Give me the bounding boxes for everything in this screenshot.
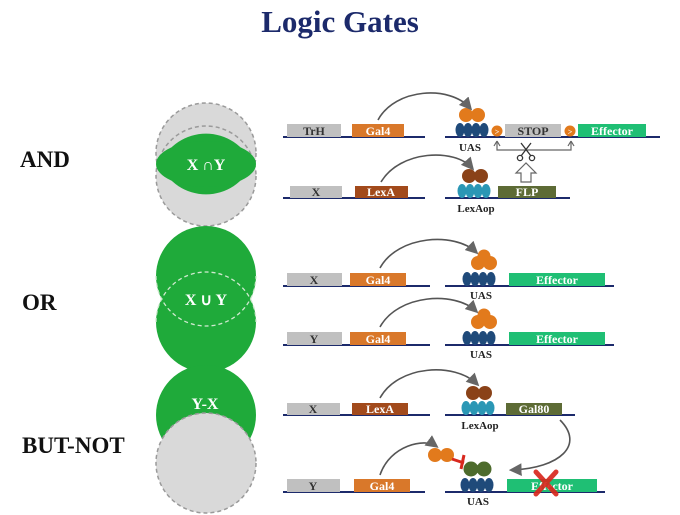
gal4-box — [350, 332, 406, 345]
venn-circle-x — [155, 412, 257, 514]
svg-text:X: X — [312, 185, 321, 199]
svg-text:Gal4: Gal4 — [366, 124, 391, 138]
svg-text:Effector: Effector — [536, 332, 579, 346]
gal4-box — [354, 479, 410, 492]
driver-box — [287, 124, 341, 137]
effector-box — [578, 124, 646, 137]
gal4-box — [350, 273, 406, 286]
gate-label-and: AND — [20, 147, 70, 172]
svg-text:UAS: UAS — [470, 349, 492, 361]
svg-text:Effector: Effector — [591, 124, 634, 138]
gal80-protein — [463, 461, 492, 477]
effector-box — [507, 479, 597, 492]
svg-text:LexAop: LexAop — [457, 203, 494, 215]
gal4-protein — [459, 108, 485, 122]
row-or-2: Y Gal4 UAS Effector — [283, 297, 614, 361]
lexaop-site — [461, 401, 495, 415]
driver-box — [287, 273, 342, 286]
binding-arrow — [379, 297, 479, 328]
venn-and: X ∩Y — [155, 102, 257, 227]
gal4-protein — [471, 249, 497, 270]
svg-text:UAS: UAS — [470, 290, 492, 302]
uas-site — [460, 478, 494, 492]
frt-site — [491, 125, 503, 137]
gal4-protein — [471, 308, 497, 329]
lexa-protein — [466, 386, 492, 400]
lexaop-site — [457, 184, 491, 198]
excision-bracket — [496, 141, 572, 151]
binding-arrow — [379, 238, 479, 269]
binding-arrow — [379, 435, 439, 476]
gal80-box — [506, 403, 562, 415]
svg-text:Y: Y — [310, 332, 319, 346]
stop-box — [505, 124, 561, 137]
gate-label-but-not: BUT-NOT — [22, 433, 125, 458]
svg-text:Gal4: Gal4 — [370, 479, 395, 493]
row-and-2: X LexA LexAop FLP — [283, 154, 570, 215]
block-inhibition-icon — [451, 454, 466, 470]
svg-text:>: > — [568, 128, 573, 137]
driver-box — [287, 479, 340, 492]
driver-box — [287, 403, 340, 415]
red-x-icon — [533, 469, 559, 497]
svg-text:TrH: TrH — [303, 124, 325, 138]
svg-text:>: > — [495, 128, 500, 137]
svg-text:X: X — [310, 273, 319, 287]
uas-site — [462, 331, 496, 345]
svg-text:Gal80: Gal80 — [519, 402, 550, 416]
svg-text:Gal4: Gal4 — [366, 273, 391, 287]
expression-arrow — [508, 419, 571, 476]
uas-site — [462, 272, 496, 286]
lexa-box — [355, 186, 408, 198]
svg-text:STOP: STOP — [517, 124, 548, 138]
lexa-box — [352, 403, 408, 415]
row-but-not-1: X LexA LexAop Gal80 — [283, 369, 575, 476]
binding-arrow — [377, 92, 473, 121]
binding-arrow — [379, 369, 480, 399]
venn-label-and: X ∩Y — [187, 157, 226, 174]
venn-but-not: Y-X — [155, 365, 257, 514]
driver-box — [287, 332, 342, 345]
uas-site — [455, 123, 489, 137]
row-and-1: TrH Gal4 UAS > STOP > Effector — [283, 92, 660, 183]
svg-text:UAS: UAS — [459, 142, 481, 154]
svg-text:X: X — [309, 402, 318, 416]
svg-text:Gal4: Gal4 — [366, 332, 391, 346]
venn-label-or: X ∪ Y — [185, 292, 228, 309]
open-arrow-icon — [514, 162, 538, 183]
flp-box — [498, 186, 556, 198]
venn-intersection-fill — [156, 141, 256, 187]
driver-box — [290, 186, 342, 198]
row-or-1: X Gal4 UAS Effector — [283, 238, 614, 302]
svg-text:FLP: FLP — [516, 185, 539, 199]
scissors-icon — [516, 142, 536, 162]
svg-text:LexA: LexA — [367, 185, 395, 199]
gal4-protein — [428, 448, 454, 462]
gal4-box — [352, 124, 404, 137]
binding-arrow — [380, 154, 475, 183]
lexa-protein — [462, 169, 488, 183]
row-but-not-2: Y Gal4 UAS Effector — [283, 435, 605, 508]
venn-label-but-not: Y-X — [192, 396, 219, 413]
effector-box — [509, 273, 605, 286]
svg-text:UAS: UAS — [467, 496, 489, 508]
svg-text:LexAop: LexAop — [461, 420, 498, 432]
venn-circle-y — [156, 272, 256, 372]
svg-text:Effector: Effector — [536, 273, 579, 287]
frt-site — [564, 125, 576, 137]
page-title: Logic Gates — [261, 4, 419, 39]
gate-label-or: OR — [22, 290, 57, 315]
svg-text:LexA: LexA — [366, 402, 394, 416]
venn-or: X ∪ Y — [155, 226, 257, 372]
effector-box — [509, 332, 605, 345]
svg-text:Y: Y — [309, 479, 318, 493]
